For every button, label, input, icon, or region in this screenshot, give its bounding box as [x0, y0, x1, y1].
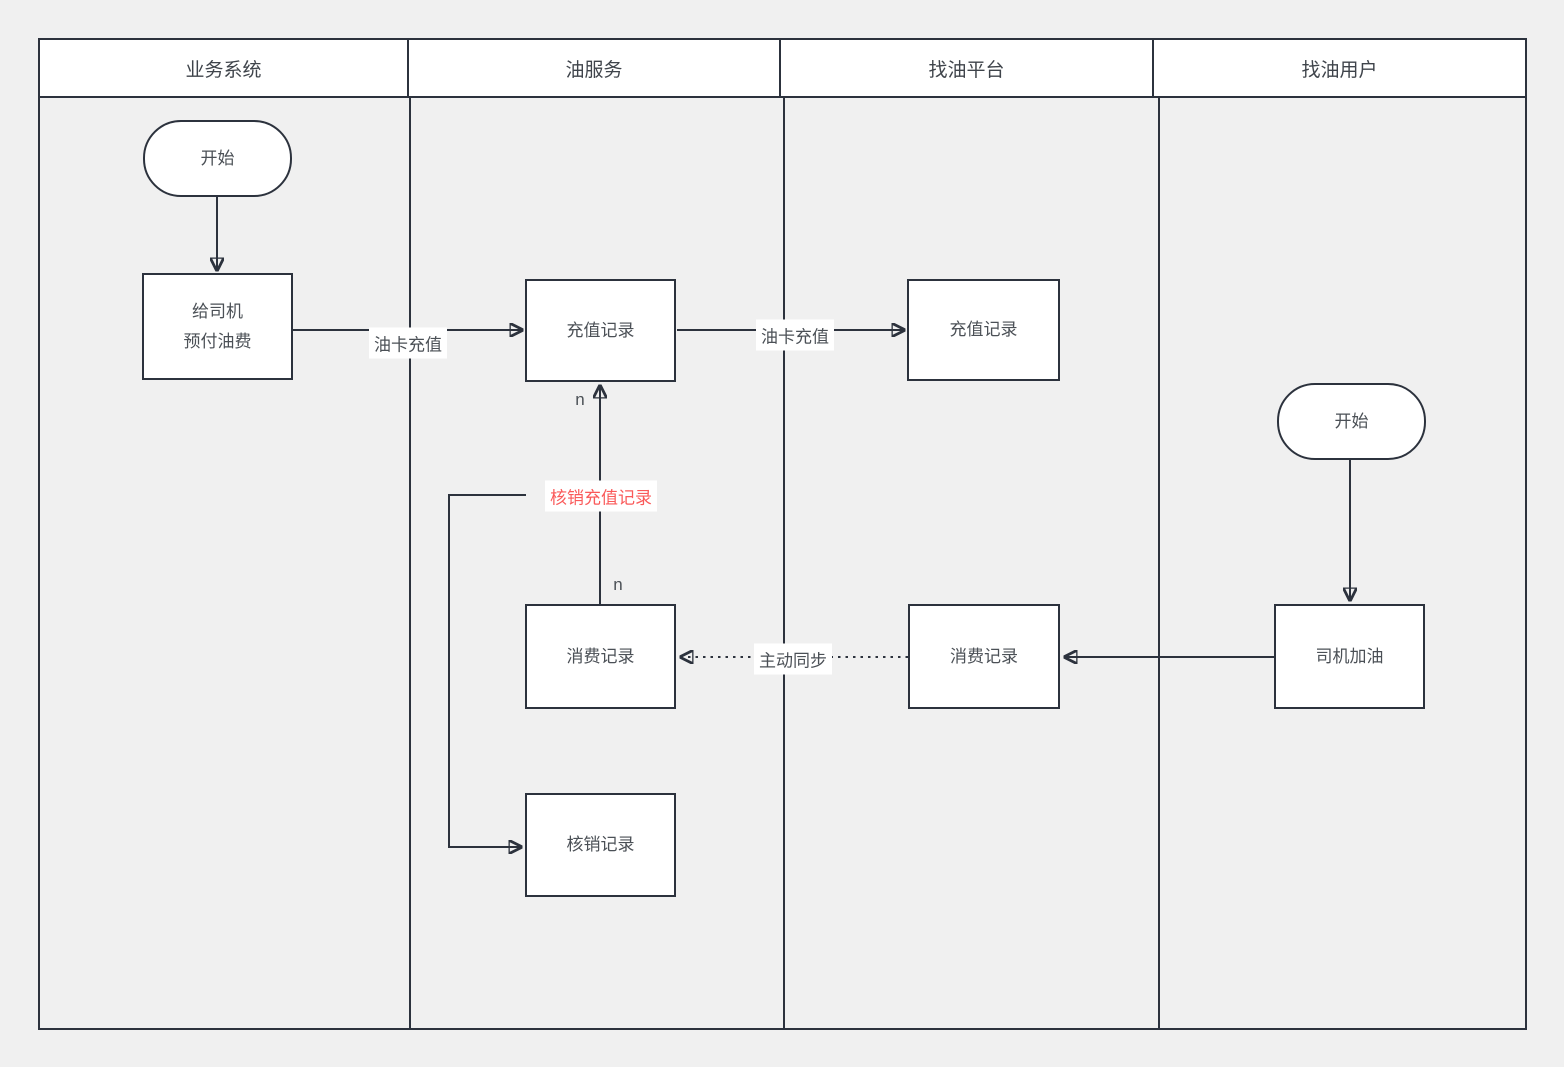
driver-refuel-node: 司机加油	[1274, 604, 1425, 709]
start-node-user: 开始	[1277, 383, 1426, 460]
swimlane-pool: 业务系统 油服务 找油平台 找油用户	[38, 38, 1527, 1030]
lane-header-zhaoyou-user: 找油用户	[1301, 59, 1378, 81]
edge-label-active-sync: 主动同步	[754, 643, 832, 675]
edge-label-card-recharge-1: 油卡充值	[369, 327, 447, 359]
recharge-record-platform-label: 充值记录	[949, 320, 1018, 340]
edge-label-card-recharge-2: 油卡充值	[756, 319, 834, 351]
start-node-business-label: 开始	[200, 148, 235, 168]
recharge-record-platform-node: 充值记录	[907, 279, 1060, 381]
consume-record-service-label: 消费记录	[566, 646, 635, 666]
consume-record-platform-node: 消费记录	[908, 604, 1060, 709]
prepay-fuel-node-line2: 预付油费	[183, 331, 252, 351]
writeoff-record-node: 核销记录	[525, 793, 676, 897]
cardinality-n-top: n	[575, 390, 585, 409]
recharge-record-service-label: 充值记录	[566, 320, 635, 340]
start-node-business: 开始	[143, 120, 292, 197]
prepay-fuel-node-line1: 给司机	[192, 301, 243, 321]
consume-record-service-node: 消费记录	[525, 604, 676, 709]
edge-label-writeoff-recharge: 核销充值记录	[545, 480, 657, 512]
start-node-user-label: 开始	[1334, 411, 1369, 431]
lane-header-business-system: 业务系统	[40, 40, 409, 96]
arrow-writeoff-elbow	[448, 494, 526, 847]
lane-divider-2	[783, 98, 785, 1028]
lane-divider-3	[1158, 98, 1160, 1028]
lane-header-oil-service: 油服务	[409, 40, 781, 96]
driver-refuel-label: 司机加油	[1315, 646, 1384, 666]
writeoff-record-label: 核销记录	[566, 835, 635, 855]
prepay-fuel-node: 给司机 预付油费	[142, 273, 293, 380]
recharge-record-service-node: 充值记录	[525, 279, 676, 382]
lane-divider-1	[409, 98, 411, 1028]
cardinality-n-bottom: n	[613, 575, 623, 594]
swimlane-header-row: 业务系统 油服务 找油平台 找油用户	[40, 40, 1525, 98]
lane-header-zhaoyou-platform: 找油平台	[781, 40, 1154, 96]
consume-record-platform-label: 消费记录	[950, 646, 1018, 666]
